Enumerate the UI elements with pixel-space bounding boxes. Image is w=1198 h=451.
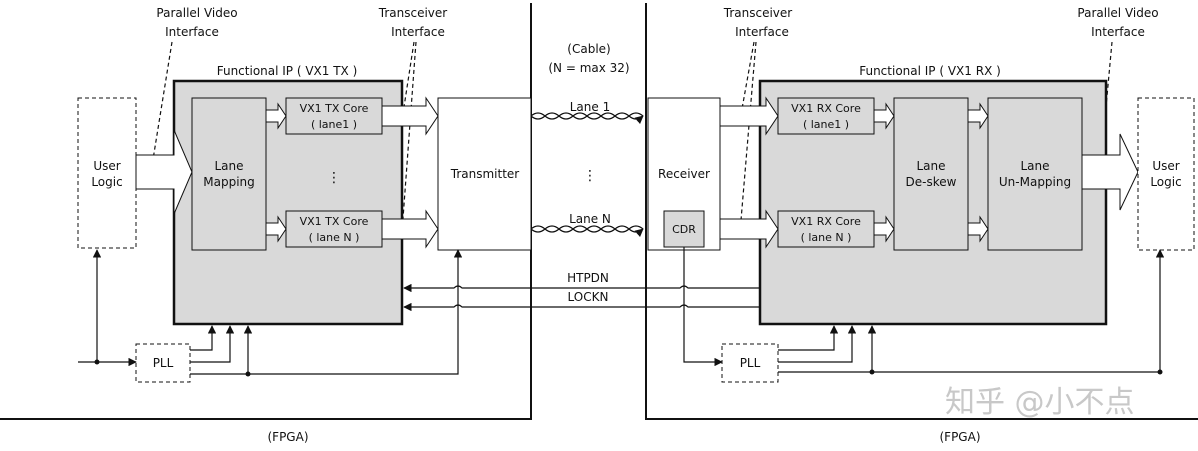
tx-functional-ip-label: Functional IP ( VX1 TX ) [217,64,358,78]
cable-subtitle: (N = max 32) [548,61,629,75]
cable-lane1-twisted-pair [530,112,644,125]
rx-ti-label-1: Transceiver [723,6,793,20]
tx-pll-clk1 [190,325,217,351]
rx-user-logic-label-1: User [1152,159,1179,173]
tx-core-vdots: ⋮ [327,170,341,186]
lane-mapping-block [191,97,267,251]
cable-vdots: ⋮ [583,168,597,184]
cable-title: (Cable) [567,42,610,56]
transmitter-label: Transmitter [450,167,520,181]
rx-core-lane1-label-1: VX1 RX Core [791,102,861,115]
lockn-signal-line [403,302,760,312]
tx-pll-block [135,343,191,383]
htpdn-signal-line [403,283,760,293]
rx-pll-label: PLL [740,356,761,370]
rx-pll-junction [869,369,875,375]
lane-deskew-label-1: Lane [916,159,945,173]
tx-map-to-coreN-arrow [265,215,287,243]
rx-receiver-to-core1-arrow [719,96,779,136]
tx-pll-clk2 [190,325,235,363]
rx-pvi-label-1: Parallel Video [1077,6,1158,20]
tx-user-logic-label-1: User [93,159,120,173]
rx-parallel-video-arrow [1081,133,1139,211]
tx-ti-pointer-n [402,41,417,232]
rx-coreN-to-deskew-arrow [873,215,895,243]
rx-ti-pointer-n [740,41,757,232]
rx-user-logic-label-2: Logic [1150,175,1181,189]
tx-user-logic-block [77,97,137,249]
rx-core-lane1-block [777,97,875,135]
rx-core-lane1-label-2: ( lane1 ) [803,118,849,131]
rx-ti-label-2: Interface [735,25,789,39]
rx-deskew-to-unmap-arrow-n [967,215,989,243]
tx-pvi-label-2: Interface [165,25,219,39]
rx-fpga-boundary [645,3,1198,420]
rx-deskew-to-unmap-arrow-1 [967,102,989,130]
rx-pll-clk2 [778,325,857,363]
lockn-label: LOCKN [568,290,609,304]
rx-receiver-to-coreN-arrow [719,209,779,249]
cdr-label: CDR [672,223,696,236]
rx-pll-block [721,343,779,383]
lane-mapping-label-2: Mapping [203,175,255,189]
cable-lane1-label: Lane 1 [570,100,610,114]
lane-unmapping-label-1: Lane [1020,159,1049,173]
lane-mapping-label-1: Lane [214,159,243,173]
tx-parallel-video-arrow [135,129,193,215]
cdr-block [663,210,705,248]
rx-user-logic-block [1137,97,1195,251]
tx-core-lane1-label-1: VX1 TX Core [300,102,369,115]
rx-pvi-label-2: Interface [1091,25,1145,39]
tx-pll-junction [245,371,251,377]
lane-unmapping-block [987,97,1083,251]
tx-pll-clk-transmitter [190,249,463,375]
rx-core-laneN-label-2: ( lane N ) [801,231,852,244]
tx-pll-label: PLL [153,356,174,370]
tx-pvi-label-1: Parallel Video [156,6,237,20]
rx-core1-to-deskew-arrow [873,102,895,130]
lane-deskew-label-2: De-skew [906,175,957,189]
tx-user-logic-label-2: Logic [91,175,122,189]
transmitter-block [437,97,532,251]
rx-fpga-label: (FPGA) [939,430,980,444]
rx-pll-clk1 [778,325,839,351]
tx-coreN-to-transmitter-arrow [381,209,439,249]
tx-fpga-label: (FPGA) [267,430,308,444]
tx-core1-to-transmitter-arrow [381,96,439,136]
tx-core-lane1-label-2: ( lane1 ) [311,118,357,131]
lane-deskew-block [893,97,969,251]
tx-ti-label-2: Interface [391,25,445,39]
cdr-to-pll-line [683,247,723,367]
htpdn-label: HTPDN [567,271,609,285]
tx-core-laneN-block [285,210,383,248]
watermark: 知乎 @小不点 [945,385,1135,420]
tx-core-laneN-label-2: ( lane N ) [309,231,360,244]
rx-core-laneN-label-1: VX1 RX Core [791,215,861,228]
rx-functional-ip-label: Functional IP ( VX1 RX ) [859,64,1001,78]
lane-unmapping-label-2: Un-Mapping [999,175,1071,189]
tx-map-to-core1-arrow [265,102,287,130]
cable-laneN-twisted-pair [530,225,644,238]
tx-ti-label-1: Transceiver [378,6,448,20]
cable-laneN-label: Lane N [569,212,611,226]
rx-user-logic-junction [1157,369,1163,375]
receiver-label: Receiver [658,167,710,181]
tx-core-laneN-label-1: VX1 TX Core [300,215,369,228]
rx-core-laneN-block [777,210,875,248]
